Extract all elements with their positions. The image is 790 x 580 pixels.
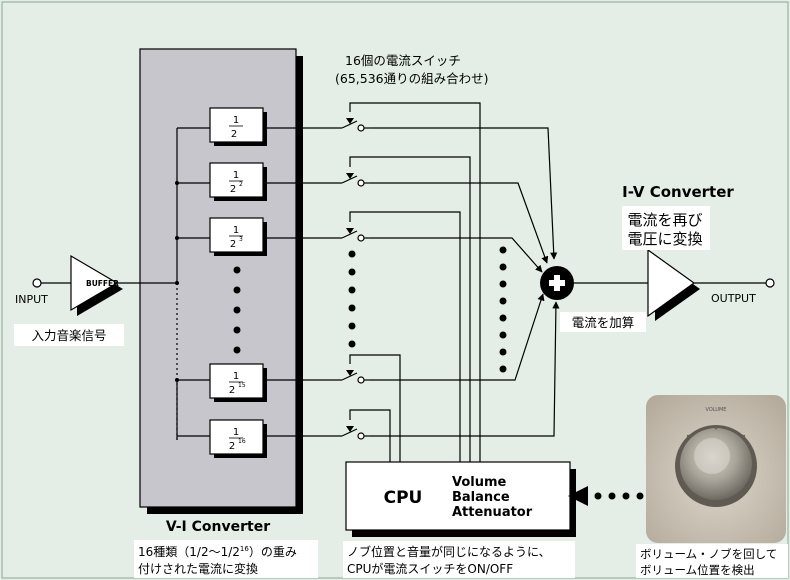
divider-16-den: 2: [229, 441, 235, 452]
cpu-function-attenuator: Attenuator: [452, 505, 533, 520]
iv-desc-line1: 電流を再び: [627, 211, 702, 229]
divider-15-num: 1: [233, 371, 239, 382]
bus-node: [175, 281, 179, 285]
cpu-label: CPU: [384, 488, 423, 508]
switch-caption-line1: 16個の電流スイッチ: [345, 53, 461, 68]
sum-desc: 電流を加算: [572, 315, 635, 330]
current-switches: [341, 120, 370, 440]
knob-to-cpu-arrow: [568, 486, 644, 506]
divider-15-den: 2: [229, 385, 235, 396]
output-terminal: [765, 278, 775, 288]
divider-3: 1 2 3: [209, 217, 267, 256]
switch-caption-line2: (65,536通りの組み合わせ): [335, 71, 489, 86]
cpu-desc-line1: ノブ位置と音量が同じになるように、: [347, 544, 551, 559]
iv-amp-triangle: [647, 248, 696, 318]
iv-desc-box: [622, 206, 710, 250]
divider-2-den: 2: [230, 184, 236, 195]
knob-scale-label: VOLUME: [706, 407, 727, 413]
switch-control-lines: [349, 102, 481, 462]
sum-ellipsis: [499, 246, 507, 373]
knob-desc-box: [636, 544, 788, 578]
knob-desc-line1: ボリューム・ノブを回して: [640, 547, 777, 561]
iv-title: I-V Converter: [622, 183, 734, 201]
output-label: OUTPUT: [711, 292, 756, 305]
divider-15-sup: 15: [238, 382, 246, 389]
divider-1-num: 1: [233, 115, 239, 126]
divider-15: 1 2 15: [209, 363, 267, 402]
buffer-label: BUFFER: [86, 279, 119, 288]
sum-desc-box: [560, 312, 646, 332]
input-desc-box: [14, 324, 124, 346]
divider-1: 1 2: [209, 107, 267, 146]
vi-title: V-I Converter: [166, 519, 270, 535]
cpu-desc-line2: CPUが電流スイッチをON/OFF: [347, 561, 513, 576]
switch-ellipsis: [348, 250, 356, 348]
sum-input-lines: [370, 127, 560, 437]
input-label: INPUT: [15, 293, 48, 306]
vi-desc-box: [134, 540, 318, 578]
divider-2-sup: 2: [239, 181, 243, 188]
divider-16-num: 1: [233, 427, 239, 438]
vi-desc-line2: 付けされた電流に変換: [138, 561, 258, 576]
divider-16: 1 2 16: [209, 419, 267, 458]
divider-ellipsis: [233, 266, 241, 354]
summing-node: [540, 266, 574, 300]
divider-16-sup: 16: [238, 438, 246, 445]
input-terminal: [32, 278, 42, 288]
input-desc: 入力音楽信号: [31, 328, 106, 343]
divider-3-den: 2: [230, 239, 236, 250]
vi-desc-line1: 16種類（1/2〜1/216）の重み: [138, 545, 297, 559]
switch-control-arrows: [346, 118, 354, 432]
divider-3-num: 1: [233, 225, 239, 236]
divider-2: 1 2 2: [209, 162, 267, 201]
divider-1-den: 2: [231, 129, 237, 140]
cpu-function-volume: Volume: [452, 475, 507, 490]
divider-rows: [177, 127, 342, 437]
cpu-box: [345, 461, 571, 531]
buffer-triangle: [70, 254, 119, 312]
divider-3-sup: 3: [239, 236, 243, 243]
iv-desc-line2: 電圧に変換: [627, 230, 702, 248]
cpu-desc-box: [343, 541, 575, 578]
knob-desc-line2: ボリューム位置を検出: [640, 563, 755, 577]
divider-2-num: 1: [233, 170, 239, 181]
volume-knob-photo: VOLUME: [646, 395, 786, 543]
cpu-function-balance: Balance: [452, 490, 510, 505]
